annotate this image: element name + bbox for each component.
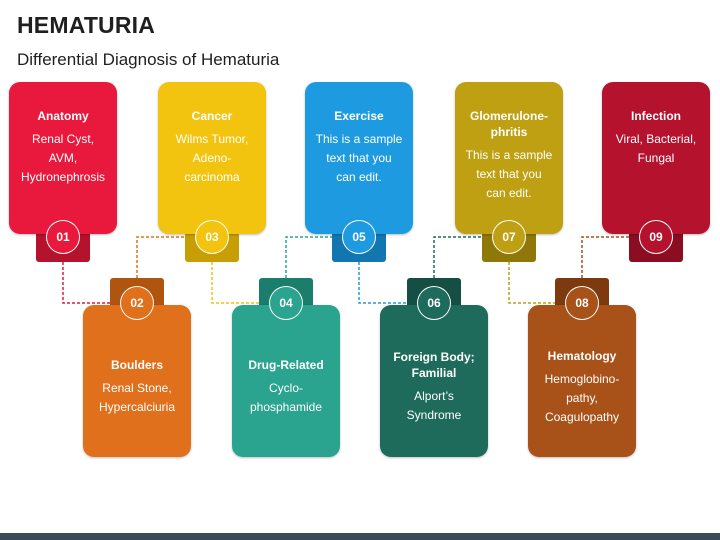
- step-number-badge: 06: [417, 286, 451, 320]
- step-heading: Anatomy: [37, 109, 89, 123]
- step-heading: Cancer: [191, 109, 233, 123]
- step-number-badge: 05: [342, 220, 376, 254]
- step-heading: Hematology: [547, 348, 617, 363]
- step-number: 02: [123, 289, 151, 317]
- step-number-badge: 03: [195, 220, 229, 254]
- step-heading: Glomerulone-phritis: [469, 109, 548, 139]
- step-number-badge: 04: [269, 286, 303, 320]
- step-number: 09: [642, 223, 670, 251]
- step-heading: Exercise: [334, 109, 384, 123]
- step-heading: Drug-Related: [248, 358, 324, 372]
- step-number-badge: 09: [639, 220, 673, 254]
- step-body: Renal Cyst,AVM,Hydronephrosis: [20, 132, 106, 184]
- step-number-badge: 08: [565, 286, 599, 320]
- step-number-badge: 02: [120, 286, 154, 320]
- step-body: Wilms Tumor,Adeno-carcinoma: [175, 132, 249, 184]
- step-number-badge: 07: [492, 220, 526, 254]
- step-number: 04: [272, 289, 300, 317]
- step-number: 05: [345, 223, 373, 251]
- step-body: Cyclo-phosphamide: [249, 381, 323, 414]
- page-subtitle: Differential Diagnosis of Hematuria: [17, 50, 280, 69]
- step-number-badge: 01: [46, 220, 80, 254]
- footer-bar: [0, 533, 720, 540]
- step-number: 01: [49, 223, 77, 251]
- step-body: Renal Stone,Hypercalciuria: [98, 381, 176, 414]
- step-number: 07: [495, 223, 523, 251]
- step-number: 08: [568, 289, 596, 317]
- step-heading: Foreign Body;Familial: [393, 350, 475, 380]
- step-body: Viral, Bacterial,Fungal: [615, 132, 697, 165]
- step-number: 06: [420, 289, 448, 317]
- step-heading: Boulders: [110, 358, 163, 372]
- page-title: HEMATURIA: [17, 12, 156, 38]
- step-number: 03: [198, 223, 226, 251]
- step-body: Hemoglobino-pathy,Coagulopathy: [544, 371, 620, 424]
- step-heading: Infection: [631, 109, 681, 123]
